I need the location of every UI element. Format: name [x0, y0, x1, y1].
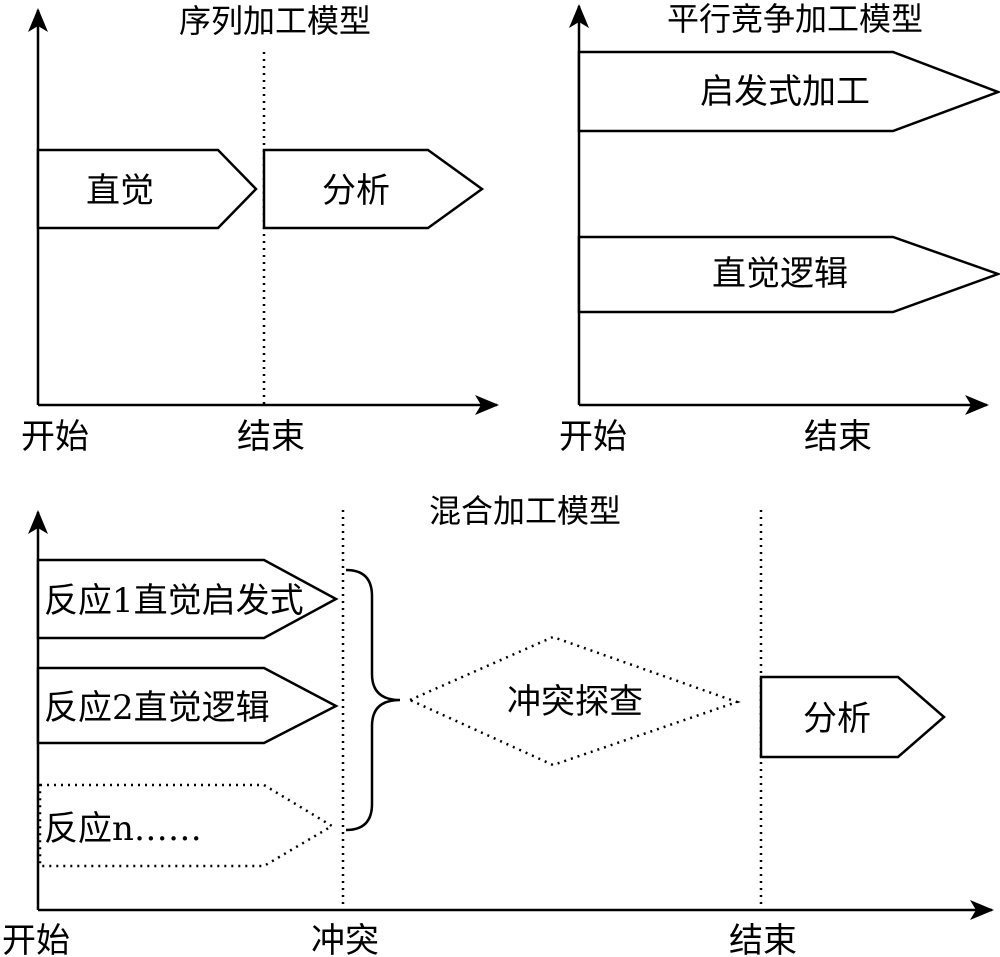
response-2-box	[36, 666, 339, 745]
axis-start-label: 开始	[559, 417, 627, 457]
hybrid-model-panel: 混合加工模型 反应1直觉启发式 反应2直觉逻辑 反应n…… 冲突探查 分析 开始…	[2, 492, 994, 957]
heuristic-processing-label: 启发式加工	[700, 72, 870, 112]
parallel-model-title: 平行竞争加工模型	[667, 0, 923, 38]
sequential-model-title: 序列加工模型	[179, 2, 371, 40]
intuitive-logic-label: 直觉逻辑	[712, 254, 848, 294]
curly-brace	[345, 568, 401, 832]
analysis-stage-box	[759, 675, 946, 759]
analysis-stage-label: 分析	[322, 171, 390, 211]
axis-start-label: 开始	[2, 921, 70, 957]
response-1-box	[36, 558, 339, 640]
intuition-stage-label: 直觉	[86, 171, 154, 211]
axis-conflict-label: 冲突	[311, 921, 379, 957]
conflict-detection-label: 冲突探查	[507, 682, 643, 722]
response-n-label: 反应n……	[44, 809, 202, 849]
response-1-label: 反应1直觉启发式	[44, 581, 304, 621]
heuristic-processing-box	[577, 50, 1000, 133]
intuition-stage-box	[36, 148, 258, 230]
conflict-detection-diamond	[406, 635, 741, 767]
sequential-model-panel: 序列加工模型 直觉 分析 开始 结束	[21, 2, 499, 457]
parallel-model-panel: 平行竞争加工模型 启发式加工 直觉逻辑 开始 结束	[559, 0, 1000, 457]
axis-end-label: 结束	[729, 921, 797, 957]
axis-end-label: 结束	[237, 417, 305, 457]
axis-start-label: 开始	[21, 417, 89, 457]
analysis-stage-label: 分析	[803, 699, 871, 739]
intuitive-logic-box	[577, 235, 1000, 314]
analysis-stage-box	[262, 148, 485, 230]
axis-end-label: 结束	[804, 417, 872, 457]
response-2-label: 反应2直觉逻辑	[44, 688, 270, 728]
hybrid-model-title: 混合加工模型	[429, 492, 621, 530]
